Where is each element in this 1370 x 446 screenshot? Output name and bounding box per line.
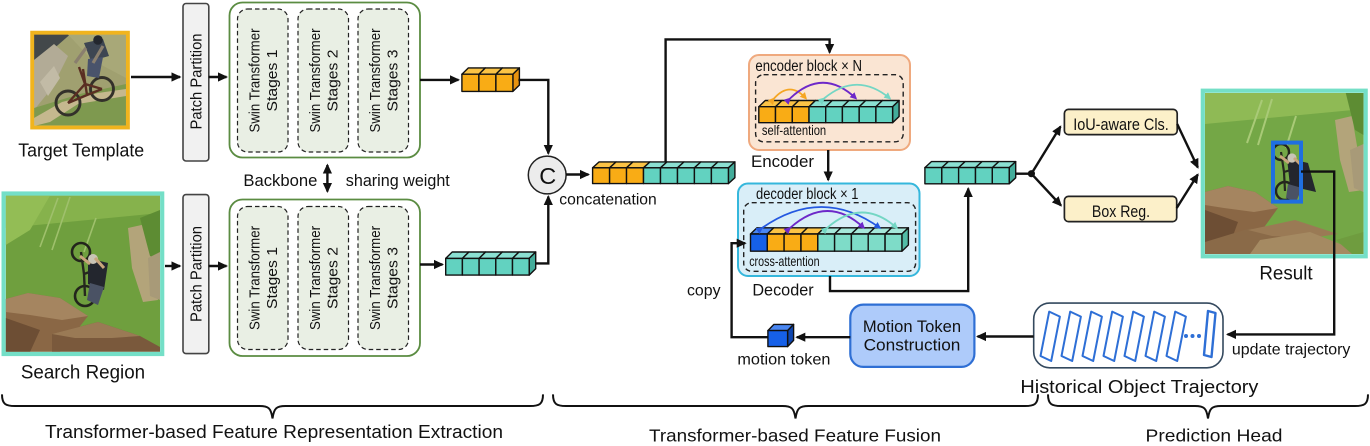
svg-text:Encoder: Encoder xyxy=(751,152,814,171)
svg-text:Stages 2: Stages 2 xyxy=(326,247,342,309)
svg-text:Backbone: Backbone xyxy=(243,171,317,190)
svg-text:Swin Transformer: Swin Transformer xyxy=(248,28,264,132)
svg-text:cross-attention: cross-attention xyxy=(749,253,819,269)
svg-text:copy: copy xyxy=(687,282,721,299)
svg-text:IoU-aware Cls.: IoU-aware Cls. xyxy=(1073,115,1169,134)
svg-text:Historical Object Trajectory: Historical Object Trajectory xyxy=(1020,377,1258,397)
svg-text:Transformer-based Feature Fusi: Transformer-based Feature Fusion xyxy=(649,426,941,446)
svg-text:Target Template: Target Template xyxy=(18,141,144,161)
svg-text:Stages 3: Stages 3 xyxy=(386,247,402,309)
svg-text:C: C xyxy=(539,163,556,189)
svg-text:encoder block × N: encoder block × N xyxy=(755,58,862,75)
svg-text:Transformer-based Feature Repr: Transformer-based Feature Representation… xyxy=(45,422,503,442)
svg-text:Decoder: Decoder xyxy=(752,280,814,299)
svg-text:Prediction Head: Prediction Head xyxy=(1146,426,1283,446)
svg-text:Stages 1: Stages 1 xyxy=(265,50,281,112)
svg-text:Swin Transformer: Swin Transformer xyxy=(248,226,264,330)
svg-text:Swin Transformer: Swin Transformer xyxy=(308,226,324,330)
svg-text:concatenation: concatenation xyxy=(559,191,656,208)
svg-text:Swin Transformer: Swin Transformer xyxy=(308,28,324,132)
svg-text:Construction: Construction xyxy=(864,336,961,355)
svg-text:Patch Partition: Patch Partition xyxy=(189,34,206,130)
svg-text:Result: Result xyxy=(1259,264,1313,285)
svg-text:Swin Transformer: Swin Transformer xyxy=(368,28,384,132)
svg-text:Box Reg.: Box Reg. xyxy=(1092,202,1150,221)
svg-text:update trajectory: update trajectory xyxy=(1232,341,1351,358)
svg-text:Stages 2: Stages 2 xyxy=(326,50,342,112)
svg-text:Search Region: Search Region xyxy=(21,362,145,383)
svg-text:Patch Partition: Patch Partition xyxy=(189,226,206,322)
svg-text:Stages 1: Stages 1 xyxy=(265,247,281,309)
svg-text:Motion Token: Motion Token xyxy=(863,317,961,336)
svg-text:self-attention: self-attention xyxy=(762,122,826,138)
svg-text:sharing weight: sharing weight xyxy=(346,171,450,190)
svg-text:Swin Transformer: Swin Transformer xyxy=(368,226,384,330)
svg-text:Stages 3: Stages 3 xyxy=(386,50,402,112)
svg-text:motion token: motion token xyxy=(737,351,830,368)
svg-text:decoder block × 1: decoder block × 1 xyxy=(756,186,858,203)
